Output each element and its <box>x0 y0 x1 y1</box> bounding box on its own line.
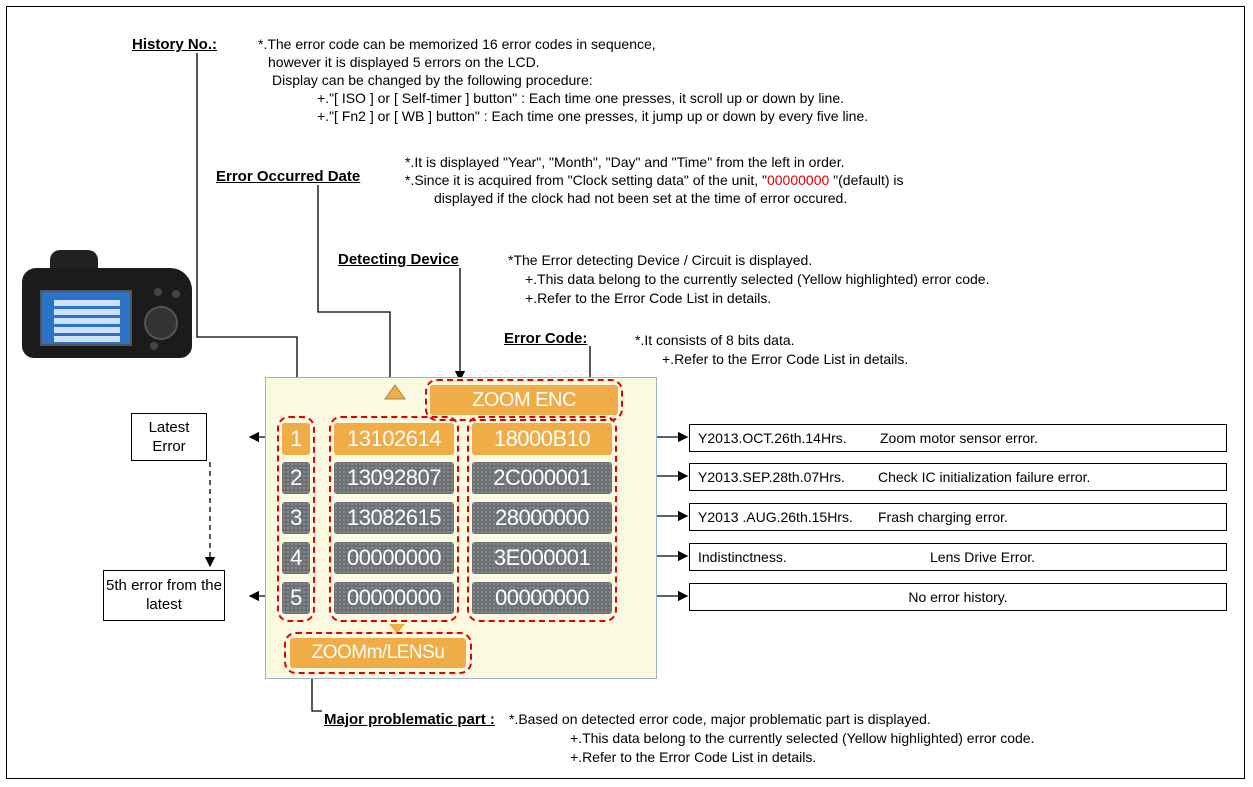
scroll-down-icon <box>389 624 405 634</box>
device-note-1: *The Error detecting Device / Circuit is… <box>508 252 813 268</box>
row-date-1: 13102614 <box>334 423 454 455</box>
major-part-cell: ZOOMm/LENSu <box>290 638 466 668</box>
row-code-3: 28000000 <box>472 502 612 534</box>
row-date-2: 13092807 <box>334 462 454 494</box>
explanation-row-1: Y2013.OCT.26th.14Hrs. Zoom motor sensor … <box>689 424 1227 452</box>
lcd-screen: ZOOM ENC 1 2 3 4 5 13102614 13092807 130… <box>265 377 657 679</box>
history-note-5: +."[ Fn2 ] or [ WB ] button" : Each time… <box>317 108 869 124</box>
device-highlight-ring <box>425 379 623 421</box>
row-code-2: 2C000001 <box>472 462 612 494</box>
date-note-1: *.It is displayed "Year", "Month", "Day"… <box>405 154 845 170</box>
row-date-4: 00000000 <box>334 542 454 574</box>
device-cell: ZOOM ENC <box>430 385 618 415</box>
code-ring <box>467 416 617 622</box>
row-date-5: 00000000 <box>334 582 454 614</box>
date-ring <box>329 416 459 622</box>
major-part-ring <box>284 632 472 674</box>
history-note-2: however it is displayed 5 errors on the … <box>268 54 540 70</box>
history-note-4: +."[ ISO ] or [ Self-timer ] button" : E… <box>317 90 844 106</box>
latest-error-label: Latest Error <box>131 413 207 461</box>
row-date-3: 13082615 <box>334 502 454 534</box>
row-code-1: 18000B10 <box>472 423 612 455</box>
row-no-5: 5 <box>282 582 310 614</box>
history-no-label: History No.: <box>132 36 218 53</box>
history-note-1: *.The error code can be memorized 16 err… <box>258 36 656 52</box>
explanation-row-2: Y2013.SEP.28th.07Hrs. Check IC initializ… <box>689 463 1227 491</box>
date-note-3: displayed if the clock had not been set … <box>434 190 848 206</box>
row-code-4: 3E000001 <box>472 542 612 574</box>
explanation-row-4: Indistinctness. Lens Drive Error. <box>689 543 1227 571</box>
major-part-label: Major problematic part : <box>324 711 495 728</box>
detecting-device-label: Detecting Device <box>338 251 459 268</box>
history-note-3: Display can be changed by the following … <box>272 72 593 88</box>
explanation-row-3: Y2013 .AUG.26th.15Hrs. Frash charging er… <box>689 503 1227 531</box>
error-code-label: Error Code: <box>504 330 588 347</box>
major-note-2: +.This data belong to the currently sele… <box>570 730 1035 746</box>
device-note-3: +.Refer to the Error Code List in detail… <box>525 290 772 306</box>
device-note-2: +.This data belong to the currently sele… <box>525 271 990 287</box>
history-no-ring <box>277 416 315 622</box>
diagram-frame <box>6 6 1245 779</box>
fifth-error-label: 5th error from the latest <box>103 570 225 621</box>
row-code-5: 00000000 <box>472 582 612 614</box>
major-note-3: +.Refer to the Error Code List in detail… <box>570 749 817 765</box>
camera-image <box>22 250 192 358</box>
explanation-row-5: No error history. <box>689 583 1227 611</box>
row-no-4: 4 <box>282 542 310 574</box>
code-note-1: *.It consists of 8 bits data. <box>635 332 795 348</box>
row-no-3: 3 <box>282 502 310 534</box>
code-note-2: +.Refer to the Error Code List in detail… <box>662 351 909 367</box>
row-no-1: 1 <box>282 423 310 455</box>
error-date-label: Error Occurred Date <box>216 168 361 185</box>
date-note-2: *.Since it is acquired from "Clock setti… <box>405 172 904 188</box>
scroll-up-icon <box>384 384 406 400</box>
major-note-1: *.Based on detected error code, major pr… <box>509 711 931 727</box>
row-no-2: 2 <box>282 462 310 494</box>
default-date-value: 00000000 <box>766 172 830 188</box>
